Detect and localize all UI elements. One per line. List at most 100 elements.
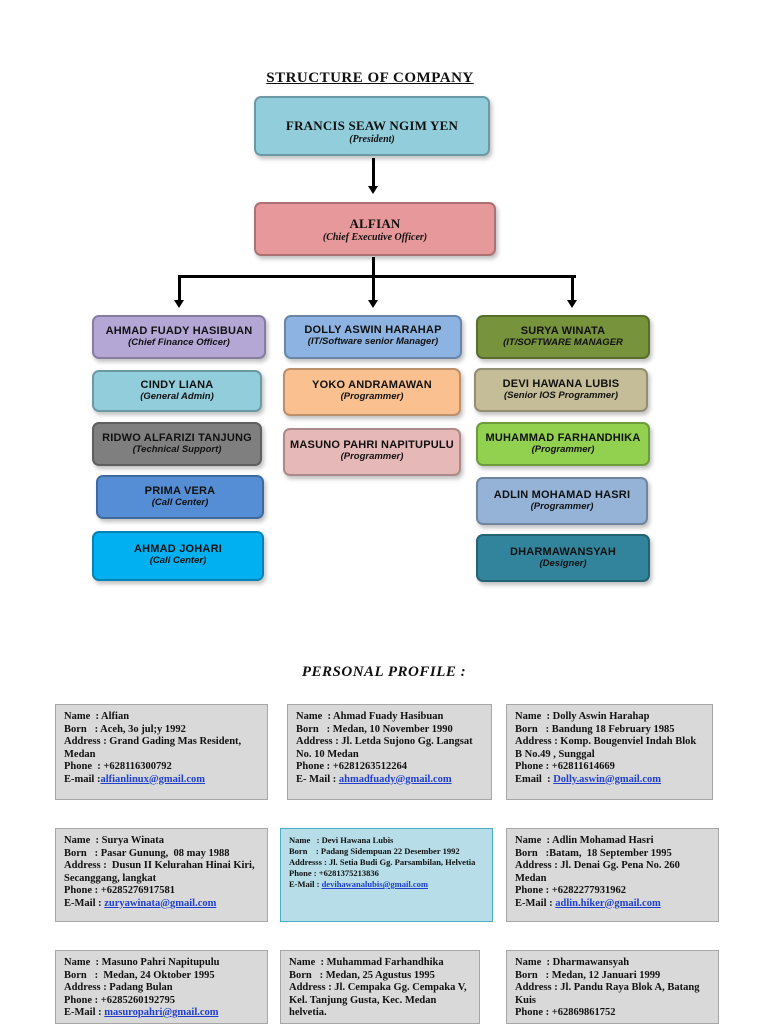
profile-line: Name : Surya Winata	[64, 835, 164, 846]
email-link[interactable]: ahmadfuady@gmail.com	[338, 773, 452, 785]
org-box-middle-2: MASUNO PAHRI NAPITUPULU (Programmer)	[283, 428, 461, 476]
org-name: AHMAD JOHARI	[134, 543, 222, 555]
email-link[interactable]: alfianlinux@gmail.com	[100, 773, 206, 785]
org-name: FRANCIS SEAW NGIM YEN	[285, 118, 459, 133]
profile-line: Phone : +6281263512264	[296, 761, 407, 772]
profile-line: Name : Dolly Aswin Harahap	[515, 711, 650, 722]
org-role: (IT/Software senior Manager)	[307, 336, 439, 347]
org-role: (President)	[349, 134, 395, 145]
org-box-left-4: AHMAD JOHARI (Call Center)	[92, 531, 264, 581]
profile-line: Address : Jl. Denai Gg. Pena No. 260 Med…	[515, 860, 683, 884]
profile-line: Born : Aceh, 3o jul;y 1992	[64, 723, 186, 735]
profile-line: Phone : +62811614669	[515, 761, 615, 772]
profile-line: Phone : +6285260192795	[64, 994, 175, 1006]
profile-line: Name : Adlin Mohamad Hasri	[515, 835, 654, 846]
org-role: (Call Center)	[149, 555, 207, 566]
profile-line: Address : Padang Bulan	[64, 982, 173, 993]
email-label: E-Mail :	[64, 1007, 105, 1018]
org-box-middle-1: YOKO ANDRAMAWAN (Programmer)	[283, 368, 461, 416]
org-box-middle-0: DOLLY ASWIN HARAHAP (IT/Software senior …	[284, 315, 462, 359]
email-link[interactable]: devihawanalubis@gmail.com	[321, 879, 428, 889]
connector-arrow	[567, 300, 577, 308]
org-role: (Programmer)	[530, 501, 594, 512]
org-name: YOKO ANDRAMAWAN	[312, 379, 432, 391]
org-role: (Programmer)	[531, 444, 595, 455]
org-role: (Chief Finance Officer)	[128, 337, 230, 348]
profile-card-7: Name : Muhammad Farhandhika Born : Medan…	[280, 950, 480, 1024]
org-box-left-3: PRIMA VERA (Call Center)	[96, 475, 264, 519]
org-role: (General Admin)	[140, 391, 214, 402]
profile-line: Born : Bandung 18 February 1985	[515, 723, 675, 735]
profile-line: Name : Muhammad Farhandhika	[289, 957, 444, 968]
org-role: (Programmer)	[340, 391, 404, 402]
org-role: (Senior IOS Programmer)	[503, 390, 619, 401]
org-role: (Chief Executive Officer)	[322, 232, 428, 243]
org-name: AHMAD FUADY HASIBUAN	[105, 325, 253, 337]
org-name: SURYA WINATA	[520, 325, 606, 337]
email-label: E- Mail :	[296, 773, 339, 785]
email-label: E-Mail :	[289, 879, 322, 889]
profile-line: Born : Pasar Gunung, 08 may 1988	[64, 847, 230, 859]
profile-line: Address : Komp. Bougenviel Indah Blok B …	[515, 736, 699, 760]
profile-line: Name : Masuno Pahri Napitupulu	[64, 957, 220, 968]
email-link[interactable]: adlin.hiker@gmail.com	[555, 897, 661, 909]
org-name: DOLLY ASWIN HARAHAP	[304, 324, 442, 336]
org-name: DEVI HAWANA LUBIS	[502, 378, 620, 390]
org-role: (Technical Support)	[132, 444, 222, 455]
org-name: MASUNO PAHRI NAPITUPULU	[290, 439, 454, 451]
connector-line	[372, 158, 375, 188]
connector-line	[178, 275, 181, 301]
profile-line: Born : Medan, 25 Agustus 1995	[289, 969, 435, 981]
profile-card-2: Name : Dolly Aswin Harahap Born : Bandun…	[506, 704, 713, 800]
profile-line: Born : Medan, 12 Januari 1999	[515, 969, 661, 981]
profile-line: Address : Dusun II Kelurahan Hinai Kiri,…	[64, 860, 258, 884]
email-label: E-Mail :	[515, 897, 556, 909]
org-box-ceo: ALFIAN (Chief Executive Officer)	[254, 202, 496, 256]
profile-line: Phone : +628116300792	[64, 761, 172, 772]
email-link[interactable]: masuropahri@gmail.com	[104, 1007, 219, 1018]
org-name: DHARMAWANSYAH	[509, 546, 617, 558]
email-label: E-Mail :	[64, 897, 105, 909]
org-box-right-2: MUHAMMAD FARHANDHIKA (Programmer)	[476, 422, 650, 466]
org-box-right-4: DHARMAWANSYAH (Designer)	[476, 534, 650, 582]
profile-line: Born : Medan, 24 Oktober 1995	[64, 969, 215, 981]
profile-line: Phone : +6282277931962	[515, 885, 626, 896]
org-box-left-2: RIDWO ALFARIZI TANJUNG (Technical Suppor…	[92, 422, 262, 466]
connector-line	[372, 257, 375, 277]
org-box-left-1: CINDY LIANA (General Admin)	[92, 370, 262, 412]
org-name: ALFIAN	[349, 216, 401, 231]
email-link[interactable]: Dolly.aswin@gmail.com	[553, 773, 661, 785]
profile-line: Name : Dharmawansyah	[515, 957, 630, 968]
org-role: (Designer)	[539, 558, 587, 569]
connector-arrow	[368, 186, 378, 194]
org-name: ADLIN MOHAMAD HASRI	[493, 489, 631, 501]
profile-line: Phone : +6285276917581	[64, 885, 175, 896]
org-name: PRIMA VERA	[144, 485, 216, 497]
profile-card-5: Name : Adlin Mohamad Hasri Born :Batam, …	[506, 828, 719, 922]
profile-card-0: Name : Alfian Born : Aceh, 3o jul;y 1992…	[55, 704, 268, 800]
email-label: Email :	[515, 773, 554, 785]
org-role: (IT/SOFTWARE MANAGER	[503, 337, 623, 348]
profile-card-6: Name : Masuno Pahri Napitupulu Born : Me…	[55, 950, 268, 1024]
org-box-right-3: ADLIN MOHAMAD HASRI (Programmer)	[476, 477, 648, 525]
org-name: MUHAMMAD FARHANDHIKA	[485, 432, 641, 444]
org-role: (Programmer)	[340, 451, 404, 462]
email-label: E-mail :	[64, 773, 101, 785]
connector-line	[178, 275, 576, 278]
profile-line: Name : Alfian	[64, 711, 130, 722]
profile-line: Born :Batam, 18 September 1995	[515, 847, 672, 859]
profile-card-4: Name : Devi Hawana Lubis Born : Padang S…	[280, 828, 493, 922]
connector-line	[372, 275, 375, 301]
email-link[interactable]: zuryawinata@gmail.com	[104, 897, 217, 909]
personal-profile-heading: PERSONAL PROFILE :	[301, 664, 467, 680]
profile-line: Born : Medan, 10 November 1990	[296, 723, 453, 735]
org-box-right-1: DEVI HAWANA LUBIS (Senior IOS Programmer…	[474, 368, 648, 412]
profile-line: Name : Ahmad Fuady Hasibuan	[296, 711, 444, 722]
profile-card-3: Name : Surya Winata Born : Pasar Gunung,…	[55, 828, 268, 922]
org-name: CINDY LIANA	[140, 379, 214, 391]
profile-line: Address : Jl. Pandu Raya Blok A, Batang …	[515, 982, 703, 1006]
org-name: RIDWO ALFARIZI TANJUNG	[102, 432, 252, 444]
connector-arrow	[174, 300, 184, 308]
connector-line	[571, 275, 574, 301]
profile-line: Phone : +6281375213836	[289, 868, 379, 878]
